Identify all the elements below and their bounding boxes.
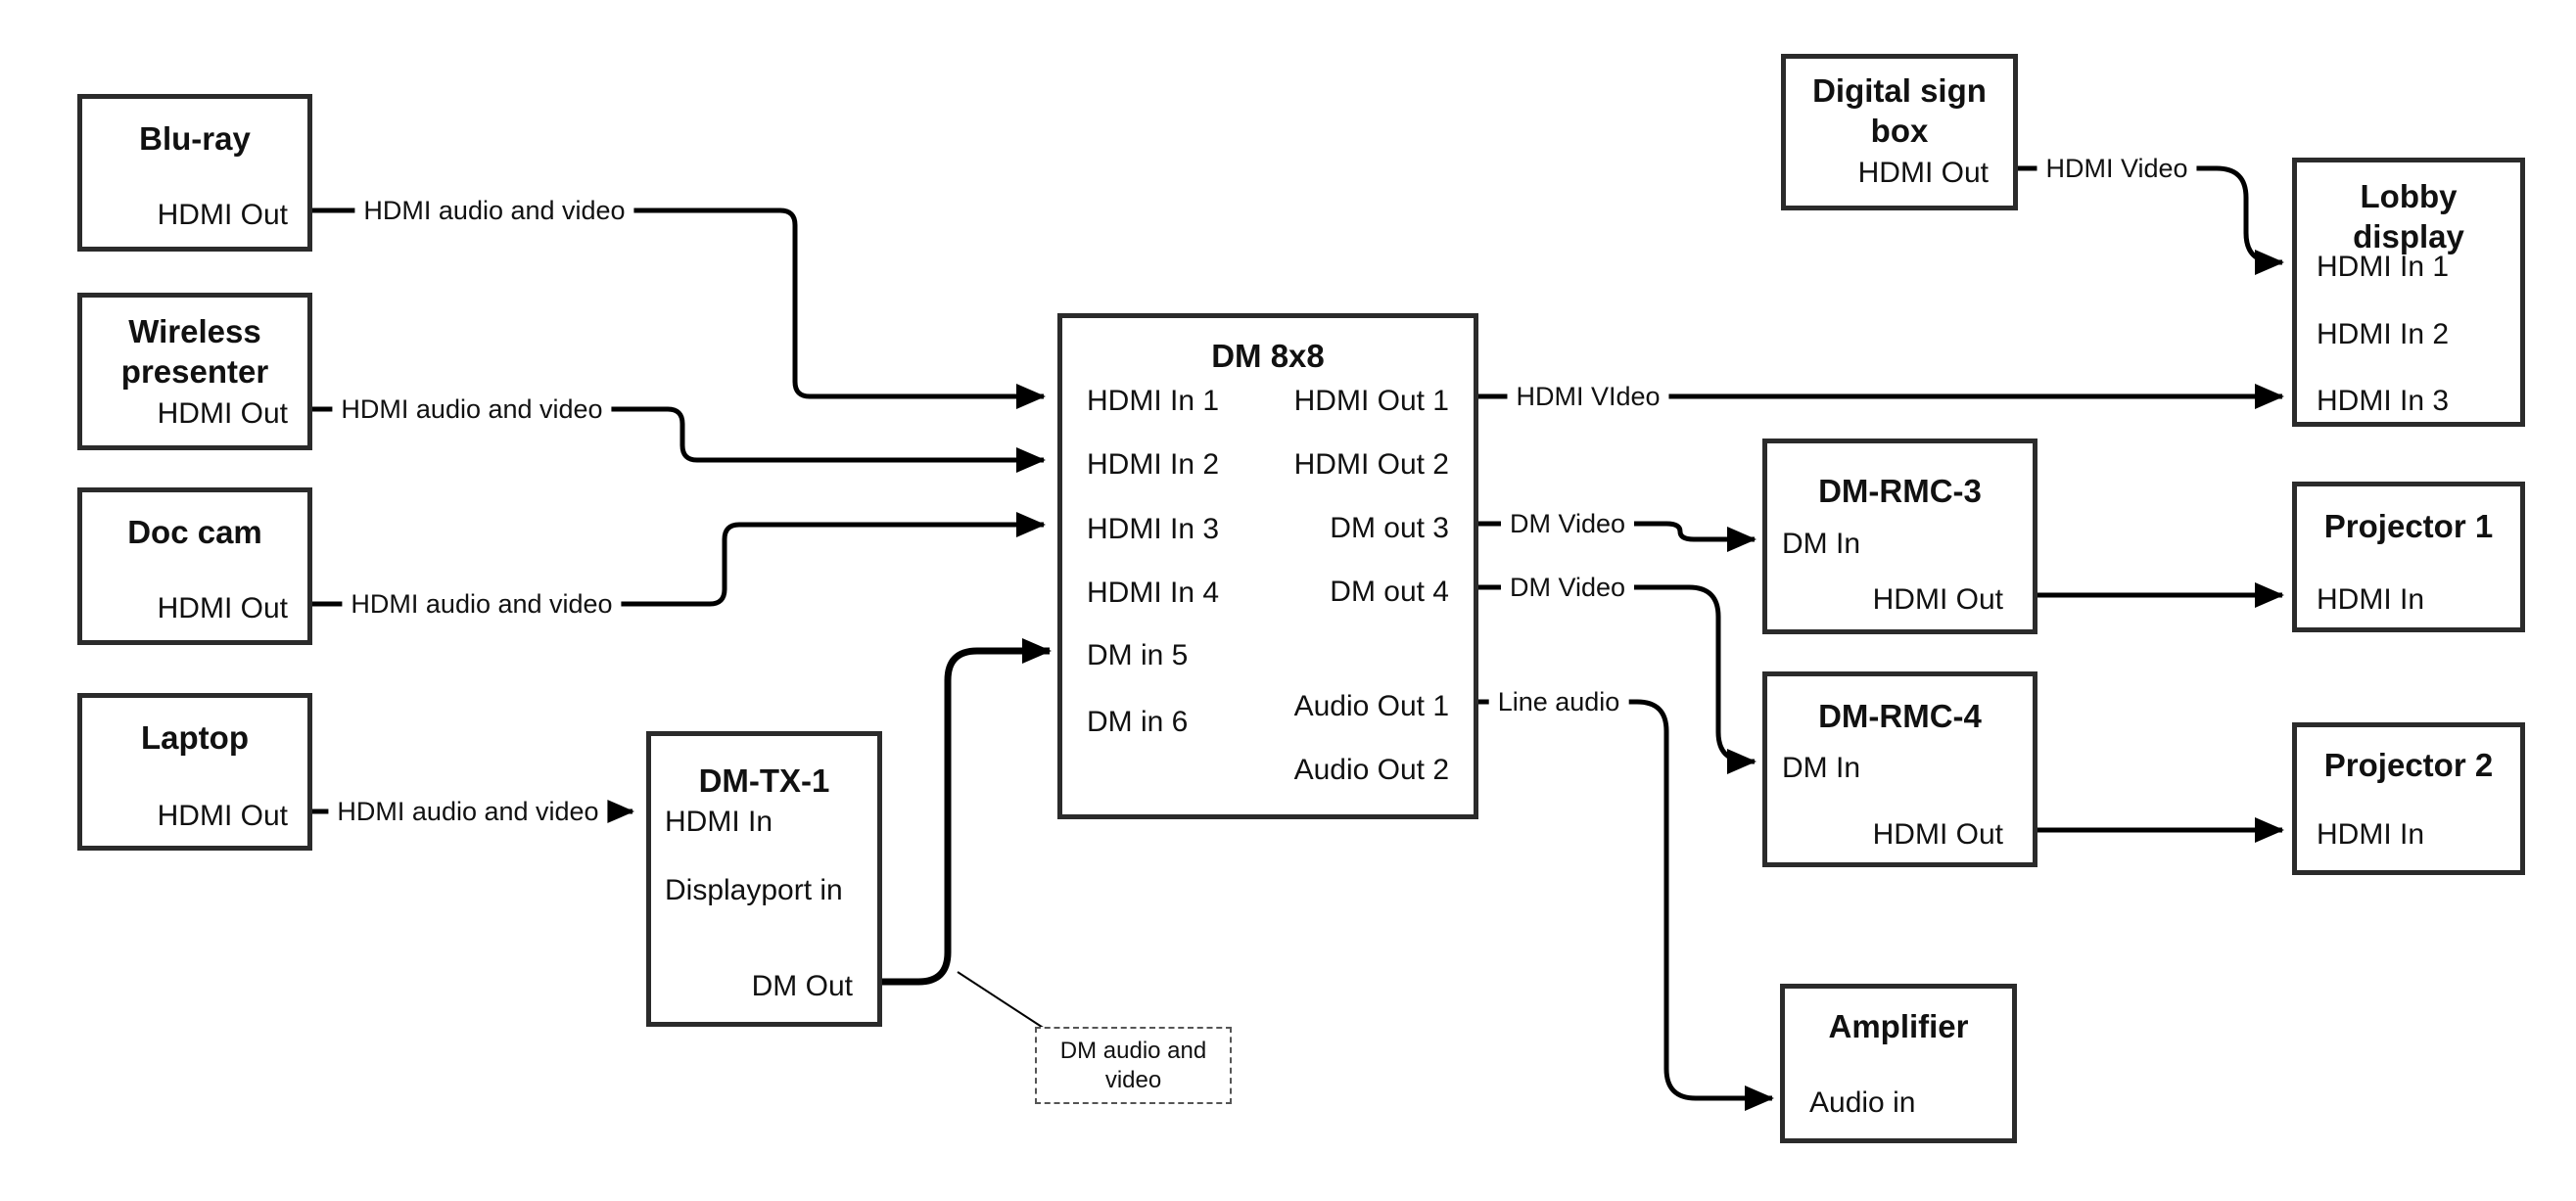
wire-doccam-to-dm8x8-in3 [312,512,1046,607]
wire-label-hdmi-video-out1: HDMI VIdeo [1507,381,1669,412]
port-dmtx1-displayport-in: Displayport in [665,874,843,906]
port-laptop-hdmi-out: HDMI Out [157,800,288,832]
port-bluray-hdmi-out: HDMI Out [157,199,288,231]
node-lobby-display: Lobby display HDMI In 1 HDMI In 2 HDMI I… [2292,158,2525,427]
wire-dmtx1-to-dm8x8-in5 [882,638,1052,986]
port-lobby-hdmi-in-1: HDMI In 1 [2317,251,2450,283]
wire-wireless-to-dm8x8-in2 [312,406,1046,473]
port-dm8x8-hdmi-in-1: HDMI In 1 [1087,385,1220,417]
wire-dm8x8-out4-to-dmrmc4 [1478,584,1756,774]
title-line-1: Wireless [128,313,261,349]
node-title: Projector 2 [2323,747,2494,783]
port-lobby-hdmi-in-2: HDMI In 2 [2317,318,2450,350]
node-dmrmc4: DM-RMC-4 DM In HDMI Out [1762,671,2037,867]
note-line-1: DM audio and [1059,1038,1207,1064]
port-dm8x8-dm-in-5: DM in 5 [1087,639,1189,671]
node-bluray: Blu-ray HDMI Out [77,94,312,252]
port-dm8x8-hdmi-out-2: HDMI Out 2 [1293,448,1449,481]
port-wireless-hdmi-out: HDMI Out [157,397,288,430]
port-dm8x8-hdmi-in-3: HDMI In 3 [1087,513,1220,545]
note-dm-audio-video: DM audio and video [1035,1027,1232,1104]
wire-signbox-to-lobby-in1 [2018,165,2284,275]
port-doccam-hdmi-out: HDMI Out [157,592,288,624]
wire-label-dm-video-out3: DM Video [1500,508,1635,539]
wire-label-bluray: HDMI audio and video [354,195,634,226]
wire-label-laptop: HDMI audio and video [328,796,608,827]
port-amplifier-audio-in: Audio in [1809,1086,1916,1119]
wire-label-wireless: HDMI audio and video [332,393,612,425]
node-projector2: Projector 2 HDMI In [2292,722,2525,875]
node-title: Lobby display [2297,162,2520,256]
port-dm8x8-audio-out-2: Audio Out 2 [1293,754,1449,786]
port-signbox-hdmi-out: HDMI Out [1857,157,1989,189]
title-line-2: display [2353,218,2464,254]
port-dm8x8-dm-in-6: DM in 6 [1087,706,1189,738]
port-lobby-hdmi-in-3: HDMI In 3 [2317,385,2450,417]
port-dmtx1-hdmi-in: HDMI In [665,806,773,838]
wire-label-doccam: HDMI audio and video [342,588,622,620]
port-dmrmc4-dm-in: DM In [1782,752,1861,784]
wire-label-dm-video-out4: DM Video [1500,572,1635,603]
node-title: DM 8x8 [1211,338,1325,374]
port-dm8x8-dm-out-4: DM out 4 [1330,576,1449,608]
node-title: DM-TX-1 [698,762,830,799]
node-dmtx1: DM-TX-1 HDMI In Displayport in DM Out [646,731,882,1027]
port-dm8x8-dm-out-3: DM out 3 [1330,512,1449,544]
port-dmtx1-dm-out: DM Out [751,970,853,1002]
wire-audioout1-to-amplifier [1478,699,1774,1111]
title-line-1: Lobby [2360,178,2458,214]
node-dmrmc3: DM-RMC-3 DM In HDMI Out [1762,439,2037,634]
node-title: Blu-ray [139,120,251,157]
node-laptop: Laptop HDMI Out [77,693,312,851]
wire-bluray-to-dm8x8-in1 [312,208,1046,409]
port-dm8x8-hdmi-out-1: HDMI Out 1 [1293,385,1449,417]
port-dm8x8-audio-out-1: Audio Out 1 [1293,690,1449,722]
port-dm8x8-hdmi-in-2: HDMI In 2 [1087,448,1220,481]
port-dm8x8-hdmi-in-4: HDMI In 4 [1087,577,1220,609]
node-digital-sign-box: Digital sign box HDMI Out [1781,54,2018,210]
node-title: DM-RMC-3 [1818,473,1982,509]
wire-label-hdmi-video-signbox: HDMI Video [2037,153,2197,184]
node-title: Amplifier [1828,1008,1969,1044]
port-dmrmc4-hdmi-out: HDMI Out [1872,818,2003,851]
node-title: Projector 1 [2323,508,2494,544]
note-callout-line [957,971,1049,1032]
node-projector1: Projector 1 HDMI In [2292,482,2525,632]
port-dmrmc3-hdmi-out: HDMI Out [1872,583,2003,616]
node-amplifier: Amplifier Audio in [1780,984,2017,1143]
title-line-2: presenter [120,353,269,390]
wire-dm8x8-out3-to-dmrmc3 [1478,521,1756,552]
node-title: DM-RMC-4 [1818,698,1982,734]
port-dmrmc3-dm-in: DM In [1782,528,1861,560]
node-dm8x8: DM 8x8 HDMI In 1 HDMI In 2 HDMI In 3 HDM… [1057,313,1478,819]
node-doccam: Doc cam HDMI Out [77,487,312,645]
node-title: Laptop [141,719,249,756]
title-line-1: Digital sign [1812,72,1987,109]
wire-label-line-audio: Line audio [1488,686,1629,717]
note-line-2: video [1104,1067,1162,1093]
node-title: Wireless presenter [82,298,307,392]
port-projector2-hdmi-in: HDMI In [2317,818,2425,851]
port-projector1-hdmi-in: HDMI In [2317,583,2425,616]
title-line-2: box [1870,113,1929,149]
node-title: Digital sign box [1786,59,2013,151]
node-wireless-presenter: Wireless presenter HDMI Out [77,293,312,450]
node-title: Doc cam [127,514,262,550]
